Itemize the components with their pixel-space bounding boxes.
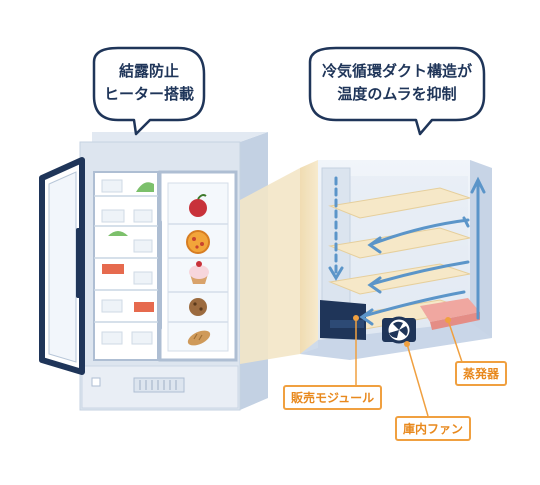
leader-lines <box>353 315 463 417</box>
airflow-arrows <box>328 176 486 326</box>
bubble-left-text: 結露防止 ヒーター搭載 <box>94 60 204 106</box>
evaporator-block <box>420 298 480 330</box>
bubble-right-line1: 冷気循環ダクト構造が <box>321 62 472 80</box>
bubble-right-line2: 温度のムラを抑制 <box>337 85 457 103</box>
label-fan: 庫内ファン <box>395 416 472 441</box>
bubble-left-line2: ヒーター搭載 <box>103 85 194 103</box>
bubble-right <box>308 46 486 136</box>
fan-icon <box>382 316 416 344</box>
cutaway-left-wall <box>300 160 318 354</box>
pizza-icon <box>186 230 210 254</box>
bubble-left-line1: 結露防止 <box>118 62 179 80</box>
apple-icon <box>189 194 207 217</box>
cupcake-icon <box>189 261 209 284</box>
fridge-open-door <box>39 157 85 375</box>
label-vending-module: 販売モジュール <box>283 385 383 410</box>
bread-icon <box>187 330 211 346</box>
connection-wedge <box>240 168 300 364</box>
cookie-icon <box>189 298 207 316</box>
fridge-top <box>92 132 268 142</box>
bubble-right-text: 冷気循環ダクト構造が 温度のムラを抑制 <box>310 60 484 106</box>
label-evaporator: 蒸発器 <box>455 361 508 386</box>
front-glass <box>300 160 318 354</box>
vent-grille <box>133 377 185 393</box>
bubble-left <box>92 46 206 136</box>
cutaway-right-wall <box>470 160 492 338</box>
cutaway <box>240 160 492 364</box>
fridge <box>39 132 268 411</box>
